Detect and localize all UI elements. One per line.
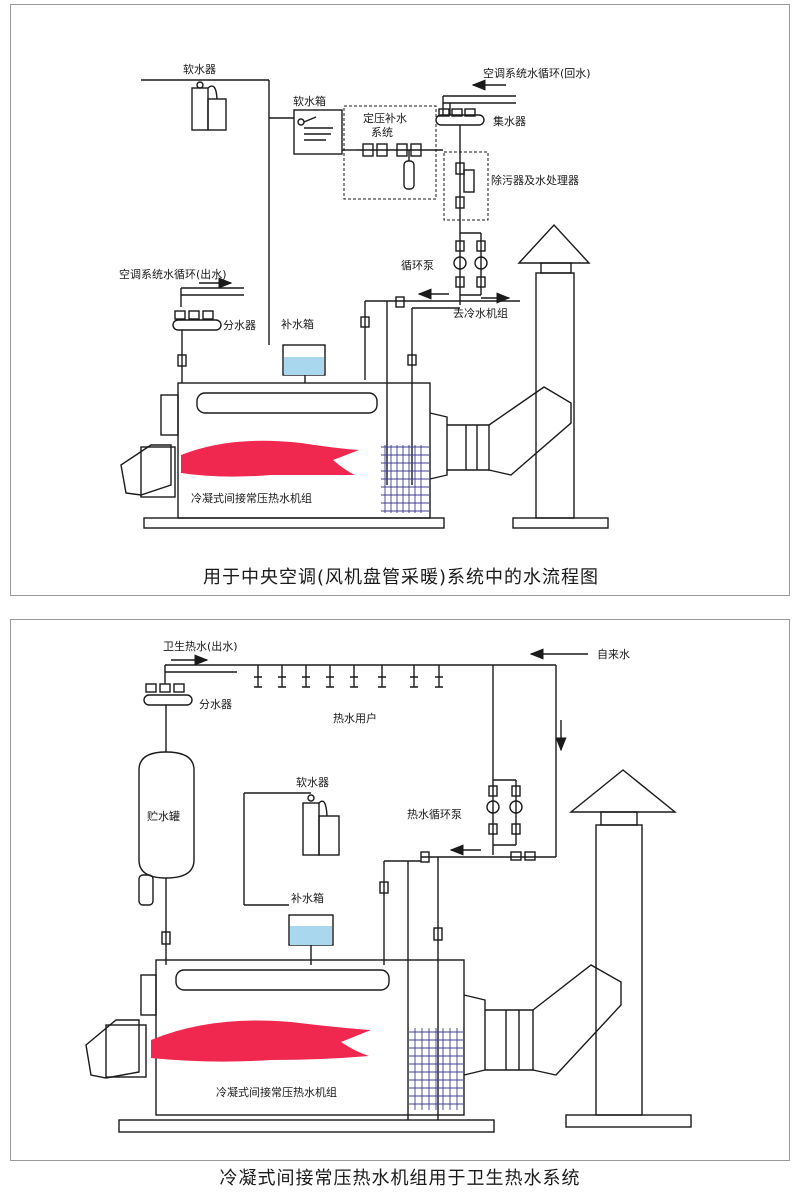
storage-tank (138, 705, 195, 965)
label-distributor: 分水器 (199, 698, 232, 711)
softener-unit (243, 792, 340, 906)
burner-flame (181, 440, 359, 477)
label-hot-out: 卫生热水(出水) (163, 639, 238, 653)
condensing-coil (381, 445, 429, 513)
label-to-chiller: 去冷水机组 (453, 306, 508, 320)
label-soft-tank: 软水箱 (293, 94, 326, 108)
boiler-body (85, 959, 465, 1116)
makeup-tank-water (290, 926, 332, 945)
distributor (143, 664, 493, 706)
dirt-separator-box (443, 151, 489, 221)
label-pressure-makeup-2: 系统 (371, 126, 393, 139)
label-unit: 冷凝式间接常压热水机组 (216, 1085, 337, 1099)
label-circ-pump: 循环泵 (401, 259, 434, 272)
label-circ-pump: 热水循环泵 (407, 808, 462, 821)
label-ac-return: 空调系统水循环(回水) (483, 66, 591, 80)
caption-diagram-1: 用于中央空调(风机盘管采暖)系统中的水流程图 (202, 567, 600, 588)
label-makeup-tank: 补水箱 (281, 317, 314, 331)
diagram-sanitary-hot-water: 卫生热水(出水) 分水器 热水用户 自来水 贮水罐 软水器 热水循环泵 补水箱 … (10, 619, 790, 1161)
label-dirt-treat: 除污器及水处理器 (491, 173, 579, 187)
diagram-central-ac: 软水器 软水箱 定压补水 系统 空调系统水循环(回水) 集水器 除污器及水处理器… (10, 4, 790, 596)
softener-unit (141, 79, 269, 131)
hot-water-users (254, 665, 443, 688)
chimney (429, 223, 609, 529)
label-ac-supply: 空调系统水循环(出水) (119, 267, 227, 281)
burner-flame (151, 1020, 371, 1062)
diagram-sanitary-hot-water-drawing: 卫生热水(出水) 分水器 热水用户 自来水 贮水罐 软水器 热水循环泵 补水箱 … (85, 639, 692, 1133)
circulation-pumps (453, 232, 488, 296)
label-users: 热水用户 (333, 711, 377, 725)
caption-diagram-2: 冷凝式间接常压热水机组用于卫生热水系统 (219, 1168, 581, 1189)
distributor (172, 287, 244, 331)
label-storage: 贮水罐 (147, 810, 180, 823)
pressure-makeup-box (343, 105, 437, 200)
label-distributor: 分水器 (223, 319, 256, 332)
label-softener: 软水器 (296, 775, 329, 789)
diagram-central-ac-drawing: 软水器 软水箱 定压补水 系统 空调系统水循环(回水) 集水器 除污器及水处理器… (119, 62, 609, 529)
label-makeup-tank: 补水箱 (291, 891, 324, 905)
condensing-coil (409, 1028, 463, 1110)
chimney (463, 769, 692, 1128)
soft-water-tank (293, 109, 343, 155)
label-collector: 集水器 (493, 114, 526, 128)
label-unit: 冷凝式间接常压热水机组 (191, 491, 312, 505)
hot-water-circulation-pumps (486, 779, 523, 846)
makeup-tank-water (284, 357, 324, 375)
label-softener: 软水器 (183, 62, 216, 76)
label-tap-water: 自来水 (597, 648, 630, 661)
label-pressure-makeup-1: 定压补水 (363, 111, 407, 125)
